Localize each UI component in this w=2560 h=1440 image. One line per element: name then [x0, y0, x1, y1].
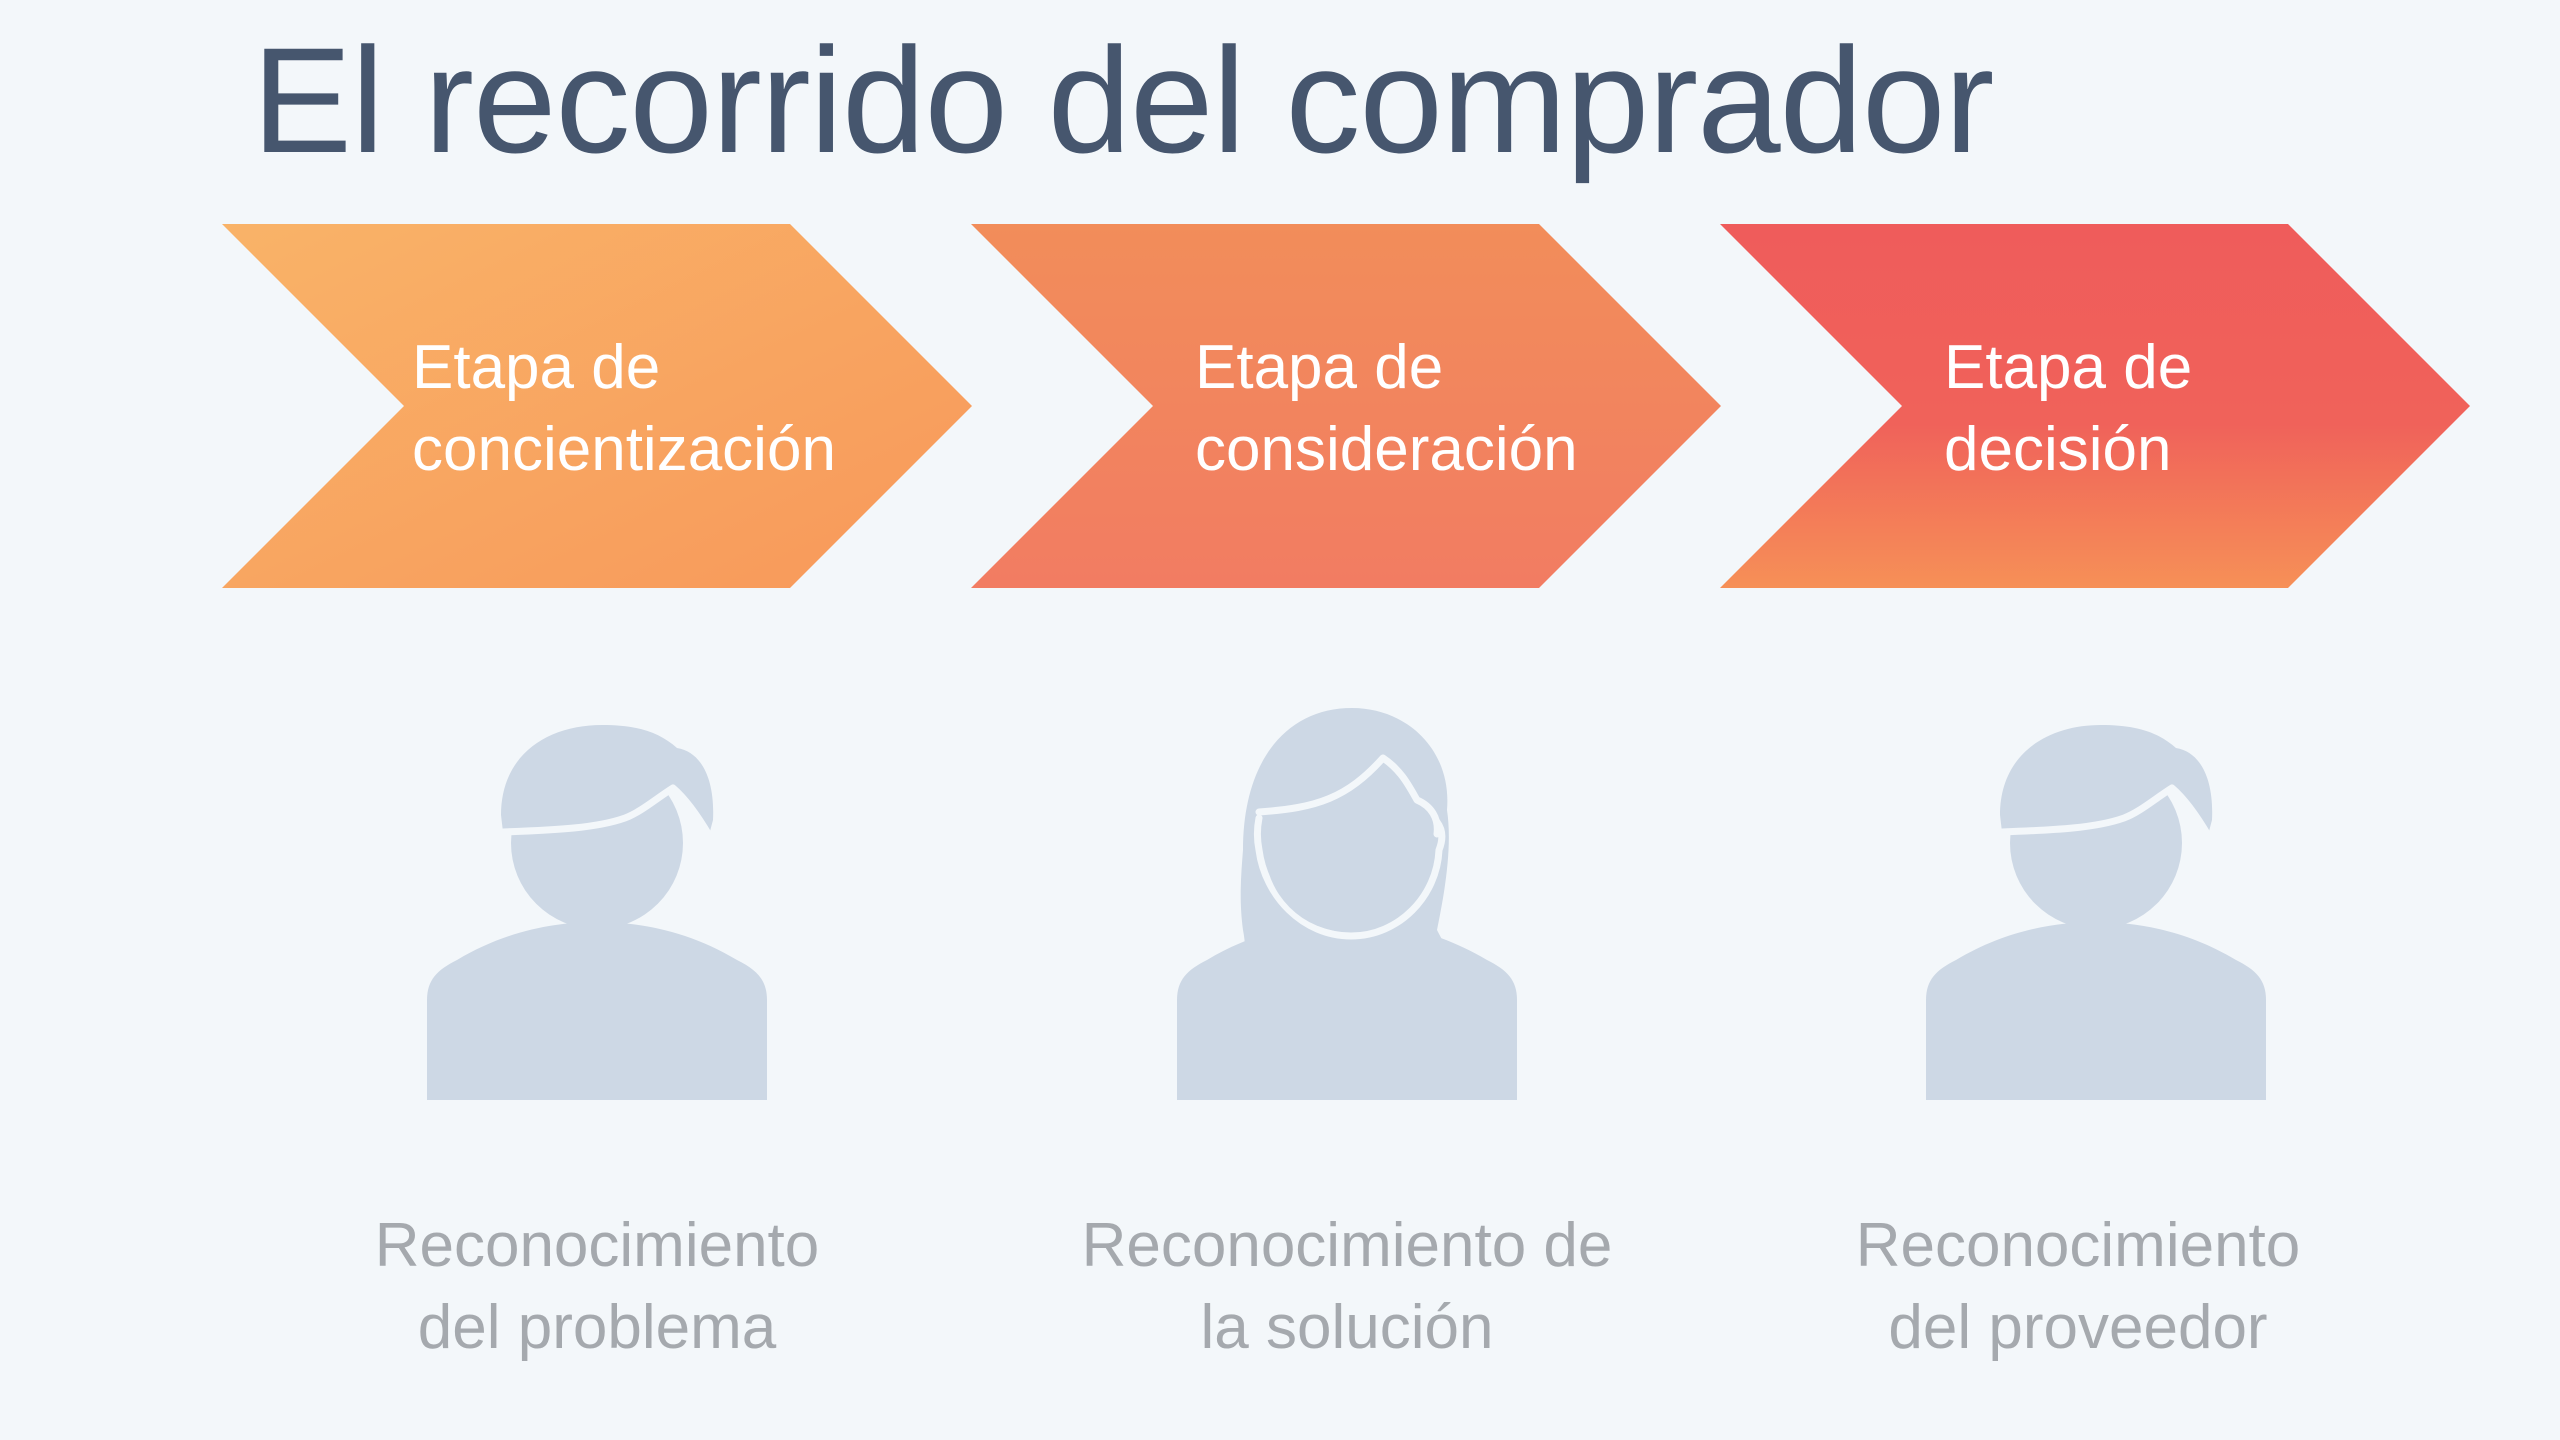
stage-label: Etapa de concientización [412, 327, 836, 491]
stage-caption-vendor: Reconocimiento del proveedor [1728, 1205, 2428, 1369]
caption-line2: la solución [1200, 1293, 1494, 1362]
male-avatar-icon [397, 700, 797, 1130]
stage-label-line2: consideración [1195, 415, 1578, 484]
caption-line1: Reconocimiento [374, 1211, 820, 1280]
stage-label: Etapa de consideración [1195, 327, 1578, 491]
page-title: El recorrido del comprador [252, 16, 1994, 184]
stage-label-line1: Etapa de [412, 333, 661, 402]
chevron-shape [222, 224, 972, 588]
chevron-shape [1720, 224, 2470, 588]
stage-caption-solution: Reconocimiento de la solución [997, 1205, 1697, 1369]
chevron-shape [971, 224, 1721, 588]
stage-label-line2: concientización [412, 415, 836, 484]
stage-chevron-awareness: Etapa de concientización [222, 224, 972, 588]
stage-label: Etapa de decisión [1944, 327, 2192, 491]
caption-line1: Reconocimiento [1855, 1211, 2301, 1280]
caption-line2: del proveedor [1888, 1293, 2268, 1362]
stage-label-line1: Etapa de [1944, 333, 2193, 402]
stage-caption-problem: Reconocimiento del problema [247, 1205, 947, 1369]
caption-line1: Reconocimiento de [1081, 1211, 1613, 1280]
caption-line2: del problema [417, 1293, 777, 1362]
stage-chevron-consideration: Etapa de consideración [971, 224, 1721, 588]
stage-label-line1: Etapa de [1195, 333, 1444, 402]
male-avatar-icon [1896, 700, 2296, 1130]
stage-label-line2: decisión [1944, 415, 2172, 484]
female-avatar-icon [1147, 700, 1547, 1130]
stage-chevron-decision: Etapa de decisión [1720, 224, 2470, 588]
